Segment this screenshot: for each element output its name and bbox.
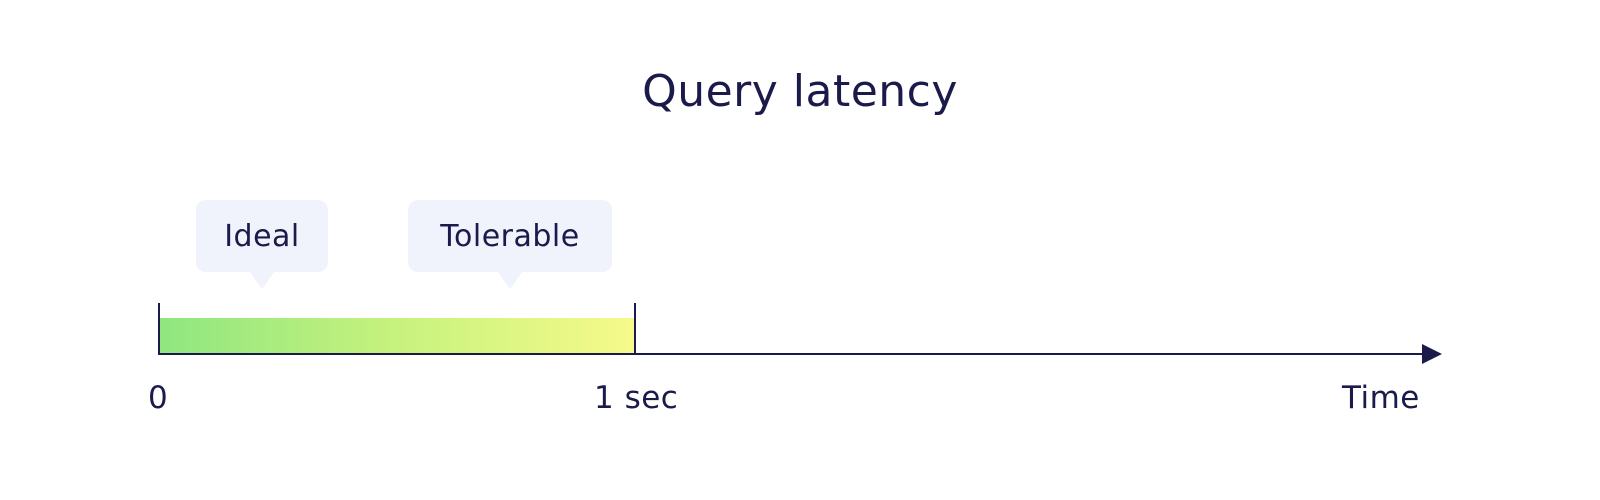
- axis-start-label: 0: [148, 380, 169, 416]
- ideal-callout: Ideal: [196, 200, 328, 289]
- axis-arrow-icon: [1422, 344, 1442, 364]
- diagram-title: Query latency: [642, 66, 958, 117]
- axis-one-second-label: 1 sec: [594, 380, 679, 416]
- tolerable-callout: Tolerable: [408, 200, 612, 289]
- latency-range-bar: [159, 318, 635, 354]
- axis-time-label: Time: [1342, 380, 1420, 416]
